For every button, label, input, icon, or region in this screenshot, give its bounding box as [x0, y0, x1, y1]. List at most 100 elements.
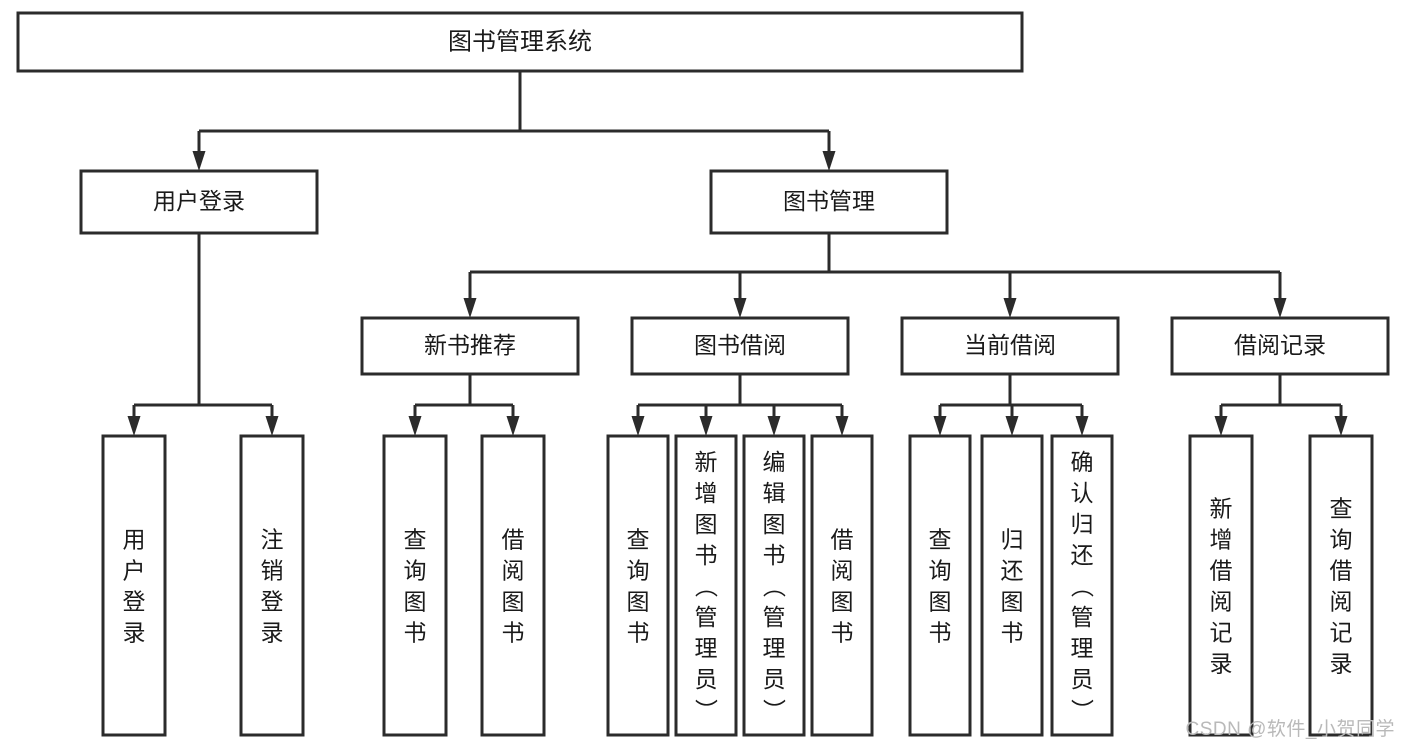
node-box[interactable] [1050, 434, 1114, 737]
svg-text:询: 询 [627, 558, 650, 584]
arrow-head-icon [506, 416, 520, 436]
node-box[interactable] [674, 434, 738, 737]
arrow-head-icon [835, 416, 849, 436]
arrow-head-icon [408, 416, 422, 436]
node-label: 用户登录 [153, 188, 245, 214]
svg-text:记: 记 [1330, 620, 1353, 646]
svg-text:录: 录 [123, 620, 146, 646]
svg-text:新: 新 [695, 449, 718, 475]
svg-text:书: 书 [404, 620, 427, 646]
svg-text:录: 录 [1330, 651, 1353, 677]
svg-text:阅: 阅 [1330, 589, 1353, 615]
svg-text:询: 询 [404, 558, 427, 584]
node-l1-1[interactable]: 图书管理 [709, 169, 949, 235]
svg-text:借: 借 [1330, 558, 1353, 584]
node-box[interactable] [810, 434, 874, 737]
svg-text:录: 录 [261, 620, 284, 646]
svg-text:员: 员 [695, 666, 718, 692]
node-layer: 图书管理系统用户登录图书管理新书推荐图书借阅当前借阅借阅记录用户登录注销登录查询… [16, 11, 1390, 737]
svg-text:归: 归 [1001, 527, 1024, 553]
svg-text:询: 询 [929, 558, 952, 584]
node-box[interactable] [630, 316, 850, 376]
svg-text:书: 书 [1001, 620, 1024, 646]
svg-text:图: 图 [1001, 589, 1024, 615]
node-l3-0[interactable]: 用户登录 [101, 434, 167, 737]
svg-text:图: 图 [695, 511, 718, 537]
node-l2-0[interactable]: 新书推荐 [360, 316, 580, 376]
svg-text:书: 书 [929, 620, 952, 646]
svg-text:增: 增 [1210, 527, 1233, 553]
node-box[interactable] [908, 434, 972, 737]
arrow-head-icon [733, 298, 747, 318]
svg-text:）: ） [693, 699, 719, 722]
svg-text:管: 管 [1071, 604, 1094, 630]
watermark-text: CSDN @软件_小贺同学 [1185, 719, 1395, 740]
node-box[interactable] [742, 434, 806, 737]
arrow-head-icon [822, 151, 836, 171]
svg-text:图: 图 [929, 589, 952, 615]
node-root[interactable]: 图书管理系统 [16, 11, 1024, 73]
arrow-head-icon [127, 416, 141, 436]
node-box[interactable] [382, 434, 448, 737]
node-box[interactable] [980, 434, 1044, 737]
node-box[interactable] [239, 434, 305, 737]
arrow-head-icon [1214, 416, 1228, 436]
svg-text:借: 借 [1210, 558, 1233, 584]
svg-text:阅: 阅 [1210, 589, 1233, 615]
svg-text:书: 书 [695, 542, 718, 568]
node-l2-3[interactable]: 借阅记录 [1170, 316, 1390, 376]
edge-layer [127, 71, 1348, 436]
node-box[interactable] [1188, 434, 1254, 737]
svg-text:注: 注 [261, 527, 284, 553]
svg-text:户: 户 [123, 558, 146, 584]
node-l1-0[interactable]: 用户登录 [79, 169, 319, 235]
svg-text:（: （ [693, 575, 719, 598]
node-box[interactable] [480, 434, 546, 737]
svg-text:辑: 辑 [763, 480, 786, 506]
node-box[interactable] [1308, 434, 1374, 737]
svg-text:理: 理 [695, 635, 718, 661]
node-box[interactable] [79, 169, 319, 235]
node-box[interactable] [1170, 316, 1390, 376]
node-label: 当前借阅 [964, 332, 1056, 358]
svg-text:查: 查 [404, 527, 427, 553]
node-box[interactable] [606, 434, 670, 737]
svg-text:书: 书 [763, 542, 786, 568]
svg-text:查: 查 [1330, 496, 1353, 522]
node-l2-1[interactable]: 图书借阅 [630, 316, 850, 376]
node-box[interactable] [101, 434, 167, 737]
node-box[interactable] [709, 169, 949, 235]
node-label: 新书推荐 [424, 332, 516, 358]
arrow-head-icon [1273, 298, 1287, 318]
svg-text:借: 借 [831, 527, 854, 553]
svg-text:询: 询 [1330, 527, 1353, 553]
svg-text:归: 归 [1071, 511, 1094, 537]
svg-text:管: 管 [695, 604, 718, 630]
svg-text:员: 员 [763, 666, 786, 692]
node-l2-2[interactable]: 当前借阅 [900, 316, 1120, 376]
svg-text:理: 理 [763, 635, 786, 661]
node-box[interactable] [16, 11, 1024, 73]
node-box[interactable] [900, 316, 1120, 376]
node-box[interactable] [360, 316, 580, 376]
svg-text:图: 图 [404, 589, 427, 615]
